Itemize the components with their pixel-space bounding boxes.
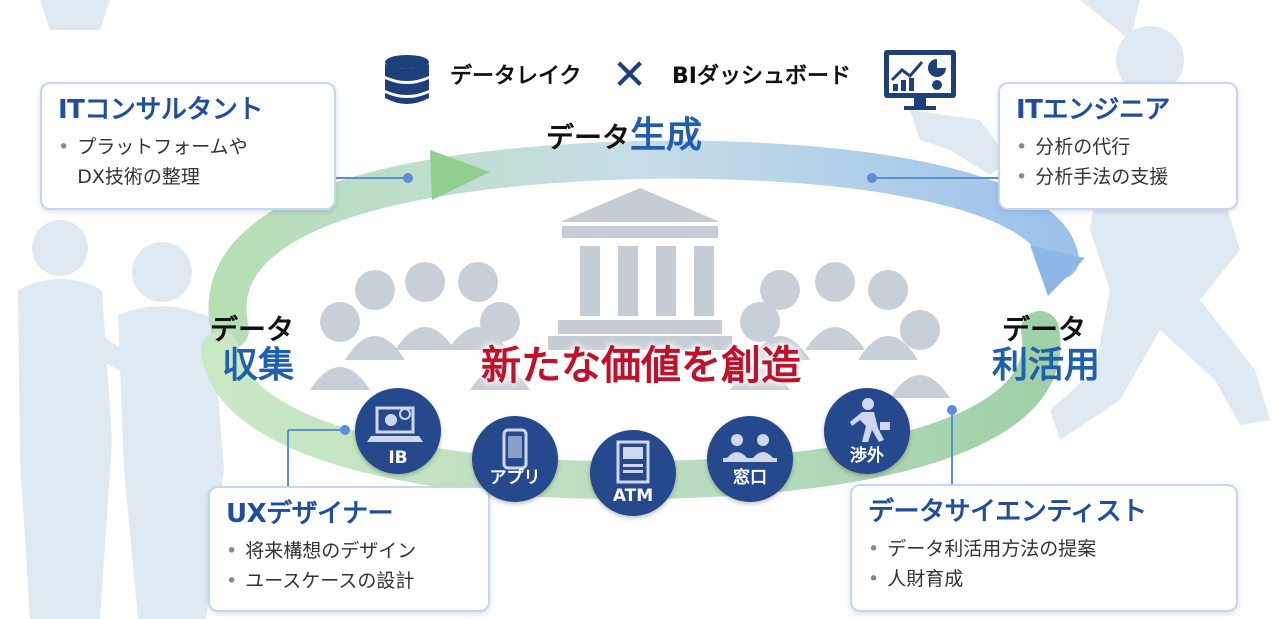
data-collection-label: データ 収集: [210, 314, 294, 386]
data-collection-small: データ: [210, 313, 295, 346]
role-title-data-scientist: データサイエンティスト: [868, 497, 1147, 527]
bi-dashboard-label: BIダッシュボード: [672, 64, 851, 89]
data-generation-big: 生成: [630, 115, 703, 156]
channel-atm: ATM: [590, 430, 676, 516]
role-box-it-consultant: ITコンサルタント •プラットフォームや •DX技術の整理: [40, 82, 336, 210]
atm-icon: [616, 440, 650, 484]
role-title-ux-designer: UXデザイナー: [226, 499, 394, 529]
role-item: •人財育成: [868, 568, 964, 590]
channel-label-sales: 渉外: [850, 446, 884, 466]
role-box-ux-designer: UXデザイナー •将来構想のデザイン •ユースケースの設計: [208, 486, 490, 612]
channel-label-ib: IB: [388, 448, 408, 468]
role-item: •DX技術の整理: [77, 166, 200, 188]
data-utilization-small: データ: [1002, 313, 1087, 346]
data-utilization-label: データ 利活用: [992, 314, 1100, 386]
channel-label-counter: 窓口: [733, 468, 767, 488]
role-box-data-scientist: データサイエンティスト •データ利活用方法の提案 •人財育成: [850, 484, 1238, 612]
role-item: •分析の代行: [1016, 136, 1131, 158]
role-item: •将来構想のデザイン: [226, 540, 417, 562]
role-title-it-consultant: ITコンサルタント: [58, 95, 263, 125]
role-item: •ユースケースの設計: [226, 570, 415, 592]
role-title-it-engineer: ITエンジニア: [1016, 95, 1170, 125]
channel-ib: IB: [355, 388, 441, 474]
channel-label-atm: ATM: [612, 486, 654, 506]
smartphone-icon: [502, 428, 528, 470]
channel-sales: 渉外: [824, 388, 910, 474]
bank-building-icon: [548, 188, 732, 350]
database-icon: [385, 55, 429, 104]
connector-lines: [287, 173, 1000, 488]
role-item: •データ利活用方法の提案: [868, 538, 1097, 560]
cross-symbol: ✕: [612, 50, 648, 99]
data-collection-big: 収集: [222, 345, 295, 386]
data-generation-small: データ: [546, 121, 631, 154]
role-item: •プラットフォームや: [58, 136, 248, 158]
counter-service-icon: [723, 434, 777, 462]
channel-counter: 窓口: [707, 416, 793, 502]
laptop-icon: [367, 406, 423, 442]
channel-label-app: アプリ: [489, 468, 541, 488]
data-utilization-big: 利活用: [992, 345, 1101, 386]
data-lake-label: データレイク: [450, 64, 582, 89]
dashboard-monitor-icon: [884, 50, 956, 110]
data-generation-label: データ生成: [546, 116, 702, 156]
create-new-value-text: 新たな価値を創造: [481, 343, 801, 389]
channel-app: アプリ: [472, 416, 558, 502]
people-icons: [310, 262, 950, 398]
role-item: •分析手法の支援: [1016, 166, 1169, 188]
walking-businessman-icon: [850, 398, 890, 442]
people-silhouette-left: [18, 220, 224, 619]
role-box-it-engineer: ITエンジニア •分析の代行 •分析手法の支援: [998, 82, 1238, 210]
